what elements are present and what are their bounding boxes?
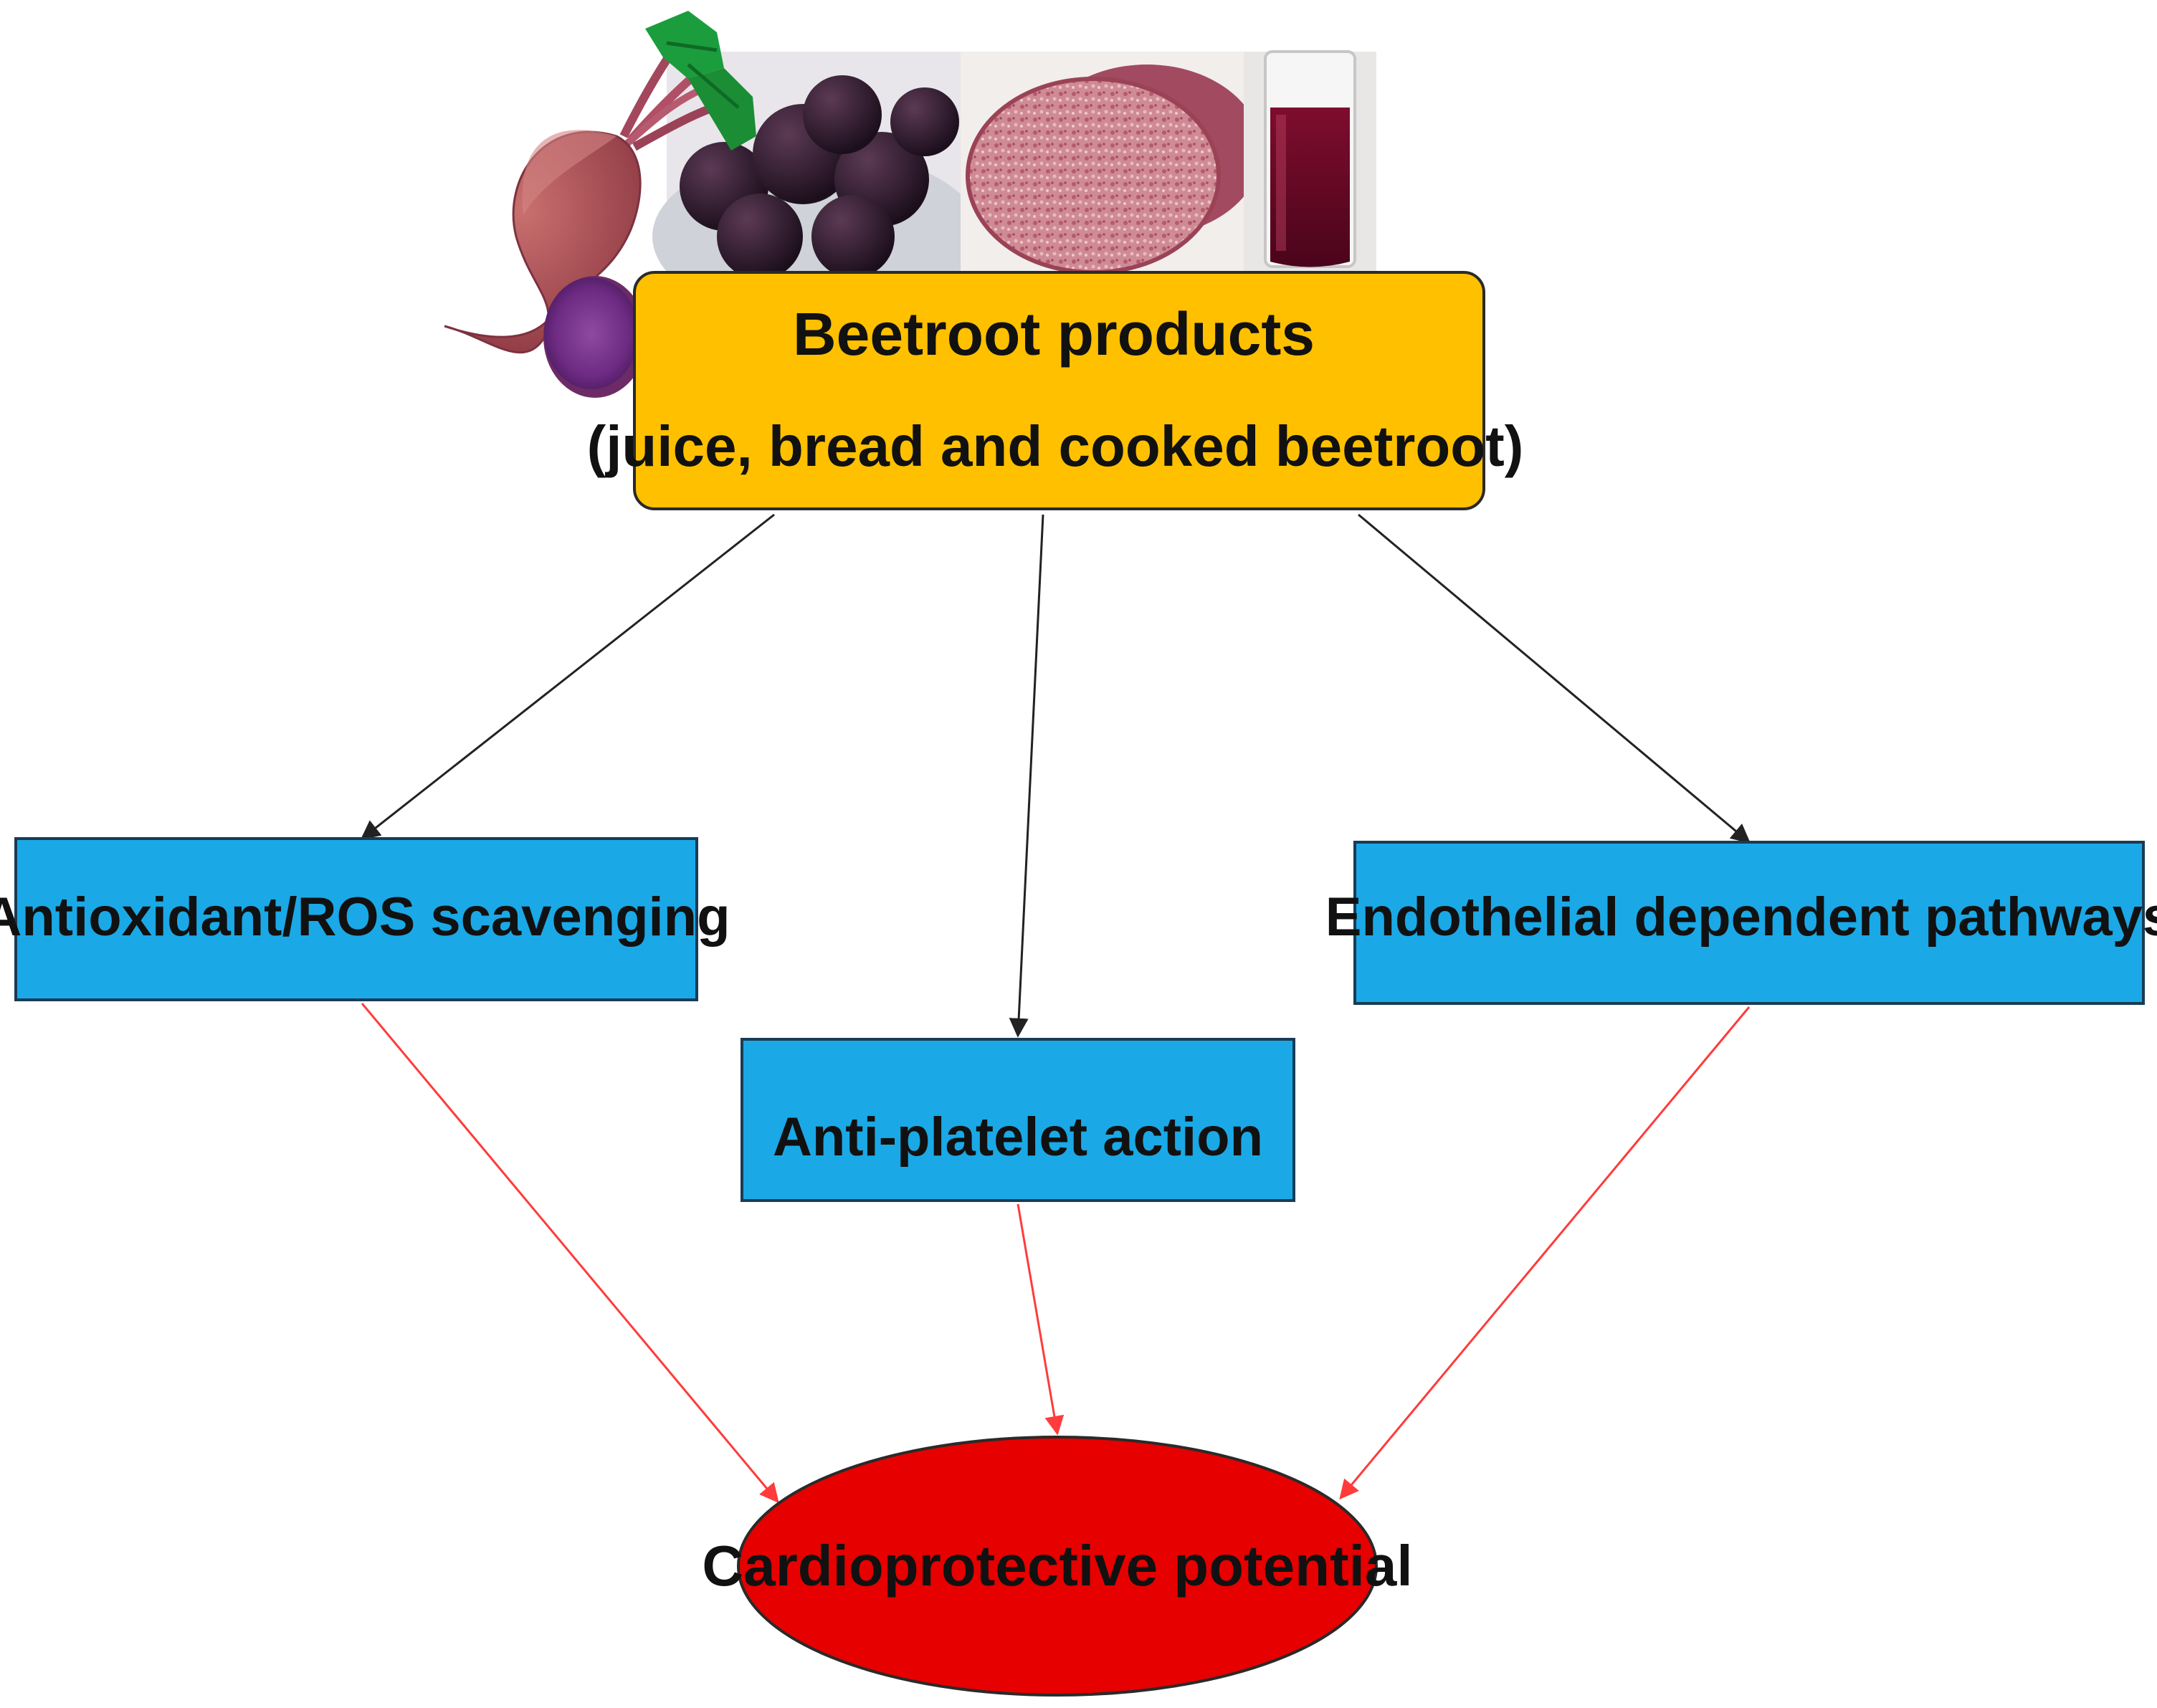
outcome-label: Cardioprotective potential	[702, 1534, 1412, 1598]
source-subtitle: (juice, bread and cooked beetroot)	[587, 414, 1524, 478]
arrow-source-to-antiplatelet	[1009, 514, 1044, 1038]
antioxidant-box	[14, 837, 698, 1001]
beetroot-bread-photo	[961, 52, 1262, 275]
outcome-node: Cardioprotective potential	[702, 1436, 1413, 1697]
source-box	[633, 271, 1485, 510]
mechanism-antioxidant: Antioxidant/ROS scavenging	[0, 837, 730, 1001]
source-title: Beetroot products	[793, 300, 1315, 368]
beetroot-illustration	[444, 11, 756, 354]
arrow-antiplatelet-to-outcome	[1016, 1203, 1065, 1436]
mechanism-endothelial: Endothelial dependent pathways	[1325, 841, 2157, 1005]
antiplatelet-label: Anti-platelet action	[773, 1107, 1263, 1168]
arrow-source-to-antioxidant	[360, 513, 775, 840]
antiplatelet-box	[741, 1038, 1295, 1202]
arrow-source-to-endothelial	[1358, 513, 1751, 844]
arrow-antioxidant-to-outcome	[361, 1003, 779, 1504]
beetroot-juice-photo	[1244, 50, 1376, 274]
arrow-endothelial-to-outcome	[1339, 1006, 1751, 1500]
outcome-ellipse	[737, 1436, 1378, 1697]
source-node: Beetroot products (juice, bread and cook…	[587, 271, 1524, 510]
mechanism-antiplatelet: Anti-platelet action	[741, 1038, 1295, 1202]
endothelial-box	[1353, 841, 2145, 1005]
endothelial-label: Endothelial dependent pathways	[1325, 887, 2157, 948]
antioxidant-label: Antioxidant/ROS scavenging	[0, 887, 730, 948]
